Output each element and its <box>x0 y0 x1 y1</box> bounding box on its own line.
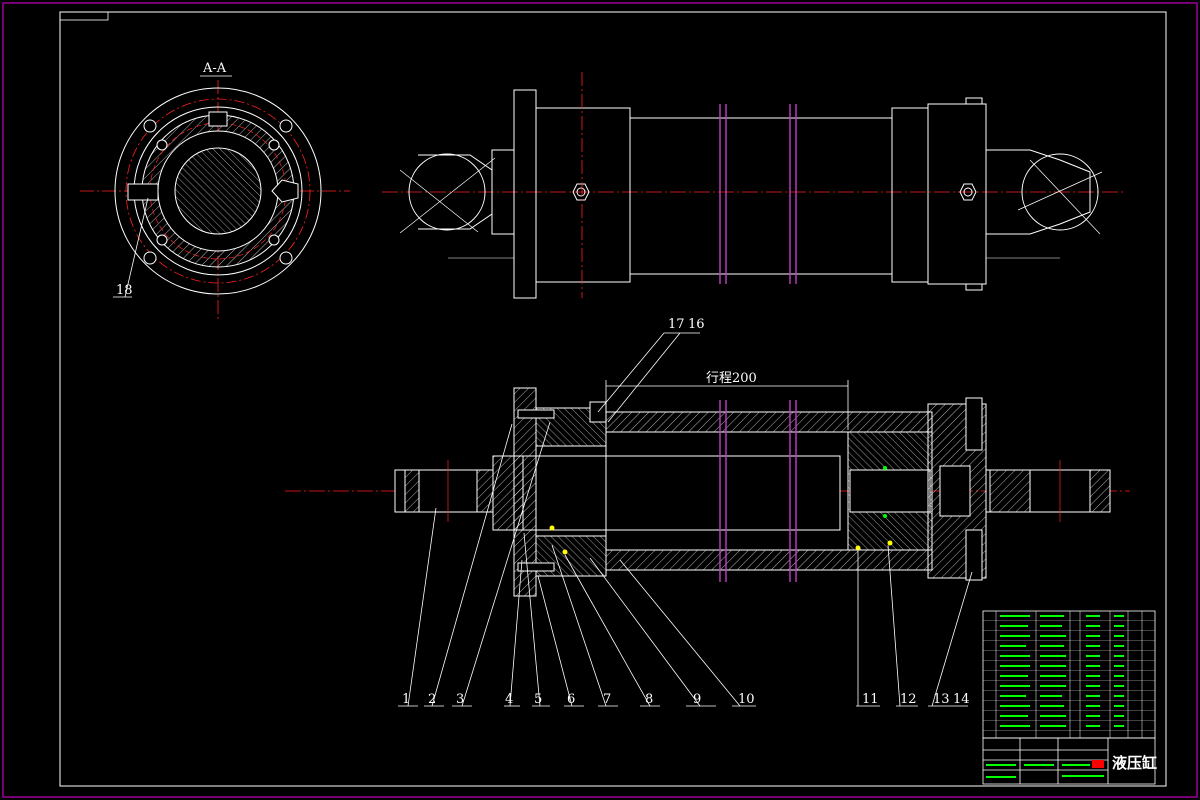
callout-9: 9 <box>693 692 701 707</box>
longitudinal-section-view <box>285 387 1130 597</box>
parts-list-entries <box>1000 615 1124 727</box>
section-aa-title: A-A <box>202 61 227 76</box>
callout-2: 2 <box>428 692 436 707</box>
cylinder-barrel <box>629 117 893 275</box>
callout-numbers: 1 2 3 4 5 6 7 8 9 10 11 12 13 14 <box>402 692 970 707</box>
section-aa-view: A-A 18 <box>80 61 350 320</box>
callout-7: 7 <box>603 692 611 707</box>
parts-list-table <box>982 610 1156 739</box>
rod-section <box>174 147 262 235</box>
callout-8: 8 <box>645 692 653 707</box>
front-gland <box>513 387 537 597</box>
top-slot <box>208 111 228 127</box>
corner-tag-box <box>59 11 109 21</box>
callout-6: 6 <box>567 692 575 707</box>
callout-5: 5 <box>534 692 542 707</box>
piston-rod <box>492 455 841 531</box>
callout-10: 10 <box>738 692 755 707</box>
callout-13: 13 <box>933 692 950 707</box>
callout-16: 16 <box>688 317 705 332</box>
rod-break-marks-section <box>719 400 797 582</box>
callout-14: 14 <box>953 692 970 707</box>
barrel-wall-top <box>605 411 933 433</box>
callout-12: 12 <box>900 692 917 707</box>
callout-17: 17 <box>668 317 685 332</box>
bolt-circle <box>125 98 311 284</box>
callout-3: 3 <box>456 692 464 707</box>
rod-break-marks-top <box>719 104 797 284</box>
right-clevis-body <box>986 149 1091 235</box>
callout-leaders-bottom <box>398 421 973 707</box>
right-port <box>271 179 299 203</box>
port-nut-rear <box>959 183 977 201</box>
stroke-dimension <box>605 380 849 430</box>
barrel-wall-bottom <box>605 549 933 571</box>
title-block <box>982 737 1156 785</box>
callout-11: 11 <box>862 692 879 707</box>
stroke-dimension-label: 行程200 <box>706 371 757 386</box>
top-elevation-view <box>382 72 1125 299</box>
side-fitting <box>127 183 159 201</box>
flange-outer-circle <box>114 87 322 295</box>
title-block-entries <box>986 764 1104 778</box>
front-flange <box>513 89 537 299</box>
port-nut-front <box>572 183 590 201</box>
rear-cap <box>927 103 987 285</box>
balloon-18-leader <box>124 197 149 298</box>
callout-1: 1 <box>402 692 410 707</box>
inner-drawing-frame <box>59 11 1167 787</box>
right-clevis-eye <box>1021 153 1099 231</box>
callout-leaders-top <box>597 332 700 423</box>
left-clevis-eye <box>408 153 486 231</box>
o-ring-markers <box>883 466 887 518</box>
balloon-18: 18 <box>116 283 133 298</box>
drawing-title: 液压缸 <box>1112 754 1157 772</box>
callout-4: 4 <box>505 692 513 707</box>
